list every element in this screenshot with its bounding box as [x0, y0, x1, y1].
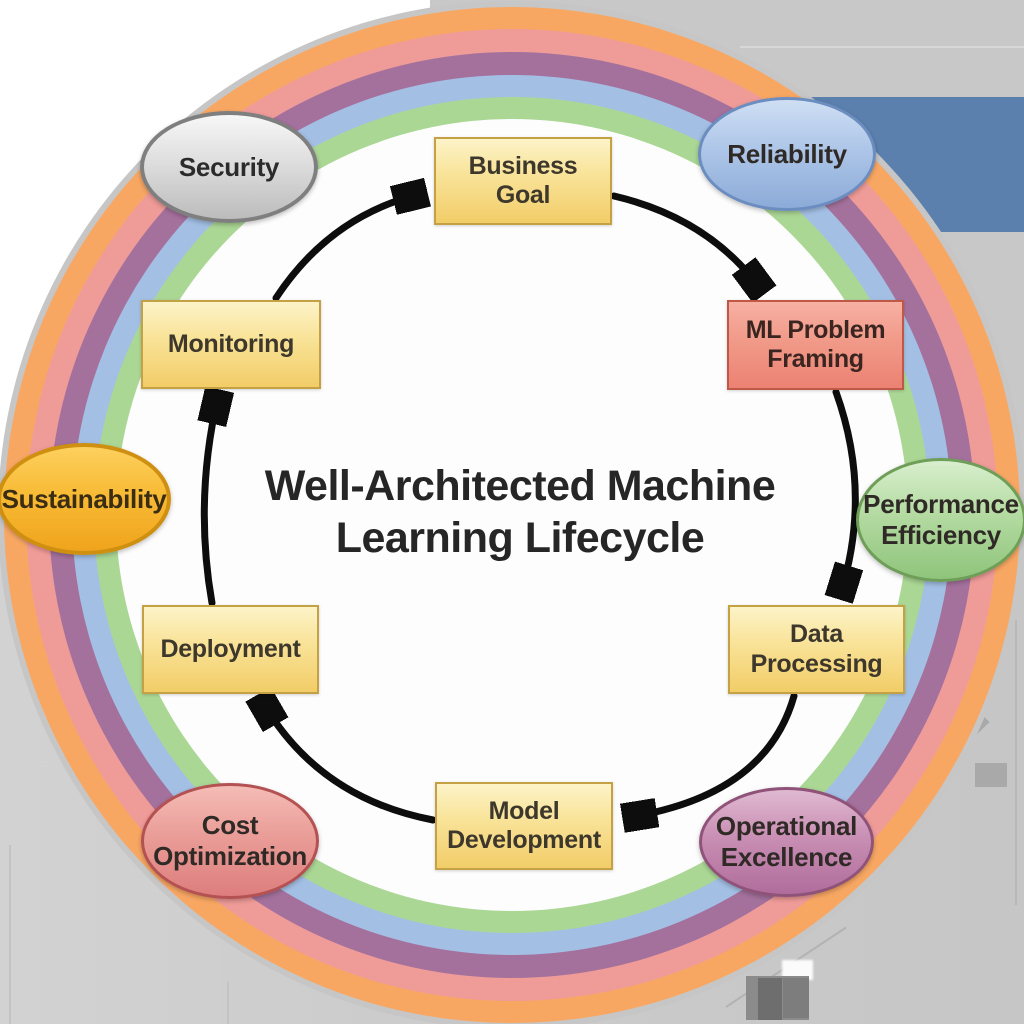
background-vertical-line-left	[9, 845, 11, 1024]
pillar-label-operational-excellence: Operational Excellence	[715, 811, 858, 872]
background-white-patch	[782, 960, 813, 980]
stage-box-business-goal: Business Goal	[434, 137, 612, 225]
arrow-monitoring-to-business-goal	[272, 194, 420, 302]
diagram-title: Well-Architected Machine Learning Lifecy…	[160, 460, 880, 565]
arrow-model-development-to-deployment	[262, 701, 437, 824]
background-pixel-blob-dark	[758, 978, 782, 1020]
stage-label-model-development: Model Development	[447, 796, 601, 855]
stage-label-ml-problem-framing: ML Problem Framing	[745, 315, 886, 374]
pillar-ellipse-cost-optimization: Cost Optimization	[141, 783, 319, 899]
stage-label-business-goal: Business Goal	[468, 151, 578, 210]
pillar-ellipse-reliability: Reliability	[698, 97, 876, 211]
background-pixel-blob-mid	[783, 978, 809, 1018]
stage-box-monitoring: Monitoring	[141, 300, 321, 389]
pillar-label-performance-efficiency: Performance Efficiency	[863, 489, 1019, 550]
pillar-ellipse-sustainability: Sustainability	[0, 443, 171, 555]
stage-box-ml-problem-framing: ML Problem Framing	[727, 300, 904, 390]
stage-box-model-development: Model Development	[435, 782, 613, 870]
pillar-label-cost-optimization: Cost Optimization	[153, 810, 307, 871]
stage-box-data-processing: Data Processing	[728, 605, 905, 694]
pillar-ellipse-performance-efficiency: Performance Efficiency	[856, 458, 1024, 582]
stage-label-monitoring: Monitoring	[167, 329, 295, 358]
background-line-top-right	[740, 46, 1024, 48]
ring-white-interior	[116, 119, 908, 911]
arrow-business-goal-to-ml-problem-framing	[610, 192, 760, 288]
pillar-label-reliability: Reliability	[727, 138, 847, 169]
background-vertical-line-right	[1015, 620, 1017, 905]
pillar-label-sustainability: Sustainability	[1, 483, 167, 514]
diagram-title-line2: Learning Lifecycle	[335, 514, 705, 563]
arrow-deployment-to-monitoring	[204, 397, 218, 607]
stage-box-deployment: Deployment	[142, 605, 319, 694]
pillar-ellipse-security: Security	[140, 111, 318, 223]
background-vertical-line-bottom	[227, 982, 229, 1024]
stage-label-deployment: Deployment	[160, 634, 301, 663]
pillar-label-security: Security	[178, 151, 280, 182]
stage-label-data-processing: Data Processing	[750, 620, 883, 678]
diagram-title-line1: Well-Architected Machine	[264, 462, 776, 510]
arrow-ml-problem-framing-to-data-processing	[836, 388, 855, 592]
pillar-ellipse-operational-excellence: Operational Excellence	[699, 787, 874, 897]
background-ramp-head	[975, 763, 1007, 787]
arrow-data-processing-to-model-development	[630, 692, 798, 817]
